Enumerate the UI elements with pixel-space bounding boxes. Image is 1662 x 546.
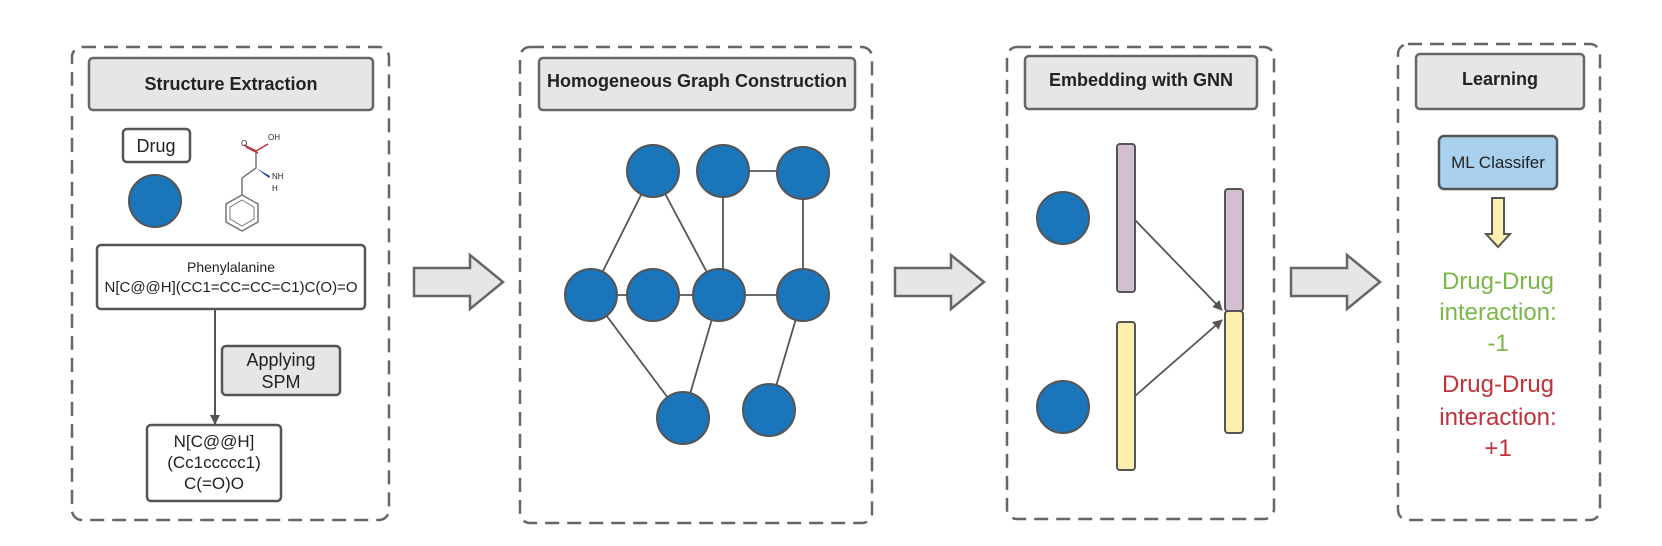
structure-header: [87, 56, 375, 112]
down-arrow-icon: [1483, 197, 1513, 249]
gnn-arrow-2: [1134, 319, 1223, 397]
drug-name: Phenylalanine: [187, 259, 275, 275]
positive-interaction-line2: interaction:: [1439, 404, 1556, 431]
graph-node: [626, 268, 680, 322]
gnn-title: Embedding with GNN: [1049, 70, 1233, 90]
graph-node: [696, 144, 750, 198]
learning-title: Learning: [1462, 69, 1538, 89]
spm-label-line1: Applying: [246, 350, 315, 370]
stage-arrow-2: [893, 252, 986, 312]
graph-node: [742, 383, 796, 437]
phenylalanine-molecule-icon: [225, 143, 270, 232]
learning-header: [1414, 52, 1586, 111]
graph-node: [564, 268, 618, 322]
structure-title: Structure Extraction: [144, 74, 317, 94]
graph-node: [656, 391, 710, 445]
graph-panel: [518, 45, 874, 525]
graph-node: [776, 146, 830, 200]
graph-title: Homogeneous Graph Construction: [547, 71, 847, 91]
result-line2: (Cc1ccccc1): [167, 453, 261, 472]
negative-interaction-value: -1: [1487, 330, 1508, 357]
gnn-header: [1023, 54, 1259, 111]
spm-label-line2: SPM: [261, 372, 300, 392]
graph-node: [692, 268, 746, 322]
embedding-bar-purple-2: [1224, 188, 1244, 312]
smiles-box: [95, 243, 367, 311]
gnn-input-node-2: [1036, 380, 1090, 434]
positive-interaction-value: +1: [1484, 435, 1511, 462]
learning-panel: [1396, 42, 1602, 522]
positive-interaction-line1: Drug-Drug: [1442, 371, 1554, 398]
embedding-bar-yellow-2: [1224, 310, 1244, 434]
molecule-atom-h: H: [272, 184, 278, 193]
negative-interaction-line1: Drug-Drug: [1442, 268, 1554, 295]
result-line1: N[C@@H]: [174, 432, 255, 451]
drug-label-box: [121, 127, 192, 164]
drug-node: [128, 174, 182, 228]
gnn-panel: [1005, 45, 1276, 521]
negative-interaction-line2: interaction:: [1439, 299, 1556, 326]
spm-box: [220, 344, 342, 397]
structure-panel: [70, 45, 391, 522]
embedding-bar-yellow-1: [1116, 321, 1136, 471]
graph-nodes: [564, 144, 830, 445]
molecule-atom-oh: OH: [268, 133, 280, 142]
graph-header: [537, 56, 857, 112]
molecule-atom-o: O: [241, 139, 247, 148]
molecule-atom-nh: NH: [272, 172, 284, 181]
smiles-string: N[C@@H](CC1=CC=CC=C1)C(O)=O: [105, 279, 358, 296]
drug-label: Drug: [136, 136, 175, 156]
stage-arrow-3: [1289, 252, 1382, 312]
classifier-label: ML Classifer: [1451, 153, 1545, 172]
gnn-arrow-1: [1134, 219, 1223, 311]
stage-arrow-1: [412, 252, 505, 312]
result-line3: C(=O)O: [184, 474, 244, 493]
result-box: [145, 423, 283, 503]
graph-node: [776, 268, 830, 322]
embedding-bar-purple-1: [1116, 143, 1136, 293]
gnn-input-node-1: [1036, 191, 1090, 245]
graph-node: [626, 144, 680, 198]
classifier-box: [1437, 134, 1559, 191]
